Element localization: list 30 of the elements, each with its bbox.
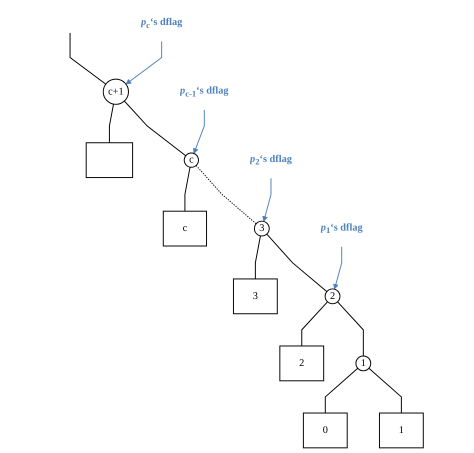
connector: [124, 100, 186, 156]
node-text: p$_{c}$‘s dflag: [140, 16, 182, 30]
node-text: p$_{2}$‘s dflag: [250, 154, 292, 167]
connector: [368, 368, 402, 414]
node-circle: c+1: [102, 78, 129, 105]
connector: [254, 235, 261, 280]
connector: [301, 301, 328, 346]
node-box: c: [162, 210, 208, 246]
node-circle: 2: [324, 288, 340, 304]
node-text: p$_{c-1}$‘s dflag: [180, 85, 229, 98]
node-circle: 1: [355, 356, 372, 372]
node-text: p$_{1}$‘s dflag: [320, 222, 363, 236]
connector: [337, 301, 364, 356]
node-circle: 3: [254, 220, 270, 236]
connector: [184, 166, 191, 212]
connector: [108, 104, 114, 144]
arrow: [262, 178, 272, 222]
connector: [266, 234, 328, 292]
connector: [324, 368, 358, 414]
node-box: 2: [279, 346, 324, 382]
connector: [196, 164, 257, 224]
connector: [70, 32, 106, 85]
node-box: 1: [378, 412, 424, 448]
node-box: 3: [232, 278, 278, 314]
arrow: [193, 109, 205, 154]
node-box: 0: [302, 412, 348, 448]
node-box: [86, 142, 134, 178]
node-circle: c: [184, 152, 199, 168]
arrow: [126, 40, 162, 84]
arrow: [333, 246, 342, 290]
